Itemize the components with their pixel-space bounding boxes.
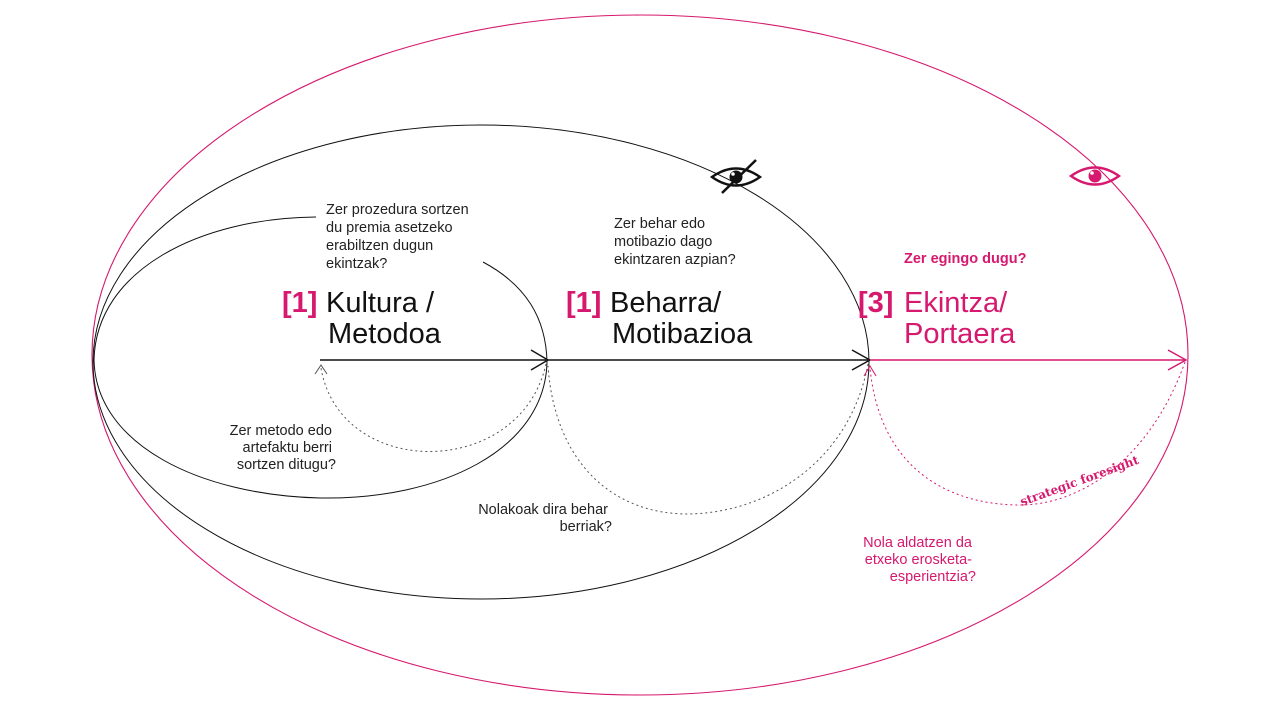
stage-1-label: [1] Kultura / Metodoa xyxy=(282,287,442,350)
return-arc-3-head xyxy=(863,365,877,377)
return-arc-1 xyxy=(320,363,547,452)
eye-icon xyxy=(1068,166,1122,186)
return-arc-1-head xyxy=(314,364,328,375)
return-arc-2 xyxy=(547,363,869,515)
middle-ellipse xyxy=(92,124,870,600)
stage-3-label: [3] Ekintza/ Portaera xyxy=(858,287,1016,350)
stage-2-label: [1] Beharra/ Motibazioa xyxy=(566,287,753,350)
action-question: Zer egingo dugu? xyxy=(904,251,1027,267)
strategic-foresight-label: strategic foresight xyxy=(1018,453,1141,509)
eye-slash-icon xyxy=(709,159,763,194)
outer-ellipse xyxy=(91,14,1189,696)
return-arc-3 xyxy=(869,361,1186,506)
question-procedure: Zer prozedura sortzen du premia asetzeko… xyxy=(326,202,473,272)
inner-ellipse xyxy=(93,216,548,499)
question-motivation: Zer behar edo motibazio dago ekintzaren … xyxy=(614,216,736,268)
question-shopping-experience: Nola aldatzen da etxeko erosketa- esperi… xyxy=(863,535,976,585)
question-artefacts: Zer metodo edo artefaktu berri sortzen d… xyxy=(230,423,336,473)
question-new-needs: Nolakoak dira behar berriak? xyxy=(478,502,612,535)
arrow-3-head xyxy=(1167,349,1188,371)
